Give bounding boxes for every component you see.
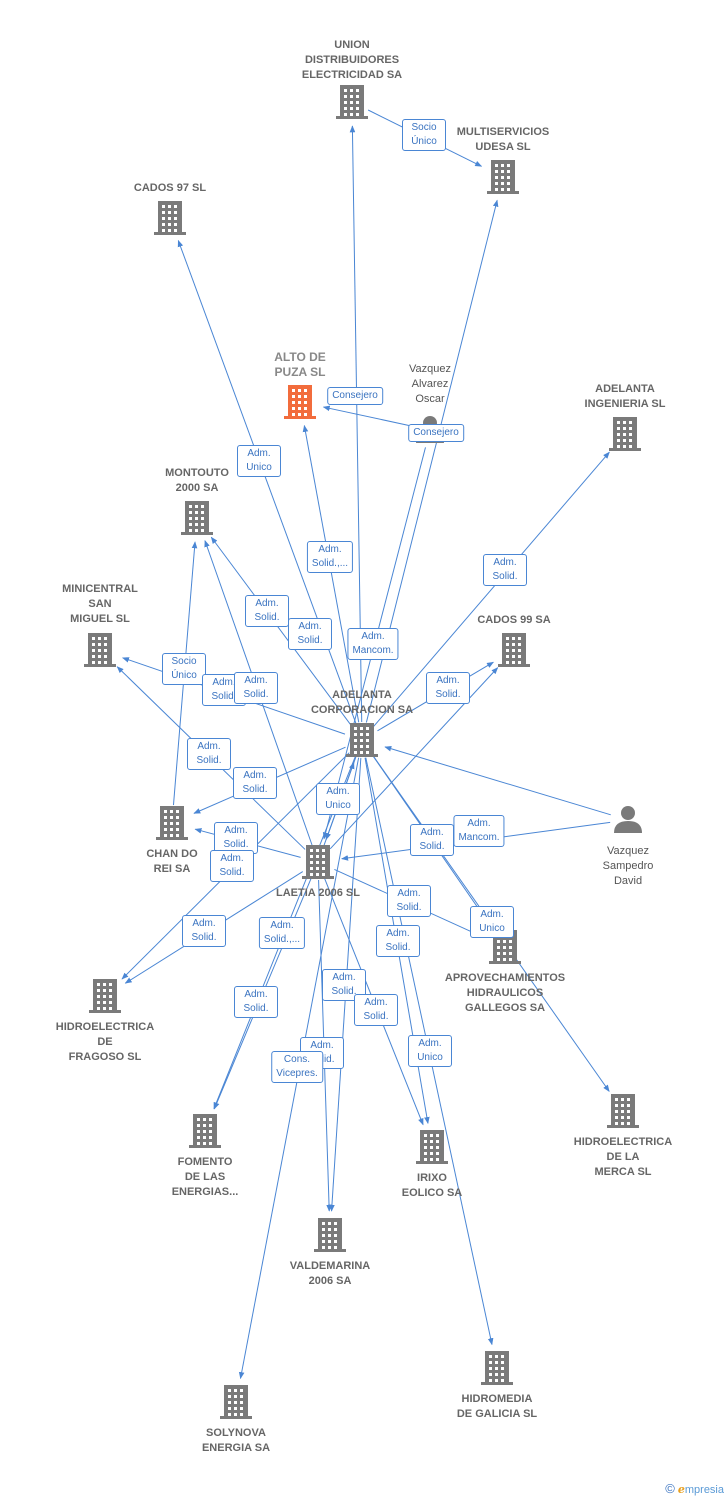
edge-label[interactable]: Consejero [327,387,383,405]
node-label-solynova[interactable]: SOLYNOVA ENERGIA SA [201,1427,271,1454]
edge-label[interactable]: Adm. Solid. [426,672,470,704]
focus-company-icon[interactable] [284,385,316,419]
edge-line [302,424,360,723]
edge-line [349,125,363,723]
node-label-union[interactable]: UNION DISTRIBUIDORES ELECTRICIDAD SA [301,39,403,81]
node-label-adelantaing[interactable]: ADELANTA INGENIERIA SL [584,383,666,410]
edge-label[interactable]: Adm. Solid. [233,767,277,799]
brand-initial: e [677,1483,685,1496]
company-icon[interactable] [481,1351,513,1385]
company-icon[interactable] [154,201,186,235]
edge-label[interactable]: Adm. Solid. [210,850,254,882]
edge-label[interactable]: Adm. Solid. [483,554,527,586]
node-label-fomento[interactable]: FOMENTO DE LAS ENERGIAS... [171,1156,239,1198]
edge-label[interactable]: Cons. Vicepres. [271,1051,323,1083]
edge-label[interactable]: Adm. Solid. [214,822,258,854]
company-icon[interactable] [487,160,519,194]
edge-line [210,536,352,726]
node-label-aprovechamientos[interactable]: APROVECHAMIENTOS HIDRAULICOS GALLEGOS SA [444,972,566,1014]
node-label-altodepuza[interactable]: ALTO DE PUZA SL [274,350,326,379]
node-label-cados97[interactable]: CADOS 97 SL [133,182,207,194]
edge-label[interactable]: Adm. Solid. [410,824,454,856]
brand-name: mpresia [684,1484,724,1496]
edge-label[interactable]: Adm. Mancom. [453,815,505,847]
node-label-vazquezoscar[interactable]: Vazquez Alvarez Oscar [409,363,451,405]
node-label-montouto[interactable]: MONTOUTO 2000 SA [165,467,229,494]
edge-label[interactable]: Adm. Unico [316,783,360,815]
node-label-cados99[interactable]: CADOS 99 SA [477,614,551,626]
edge-label[interactable]: Adm. Solid. [234,986,278,1018]
node-label-fragoso[interactable]: HIDROELECTRICA DE FRAGOSO SL [55,1021,155,1063]
edge-label[interactable]: Adm. Unico [470,906,514,938]
node-label-laetia[interactable]: LAETIA 2006 SL [276,887,360,899]
company-icon[interactable] [220,1385,252,1419]
edge-label[interactable]: Adm. Mancom. [347,628,399,660]
node-label-hidromedia[interactable]: HIDROMEDIA DE GALICIA SL [456,1393,538,1420]
edge-line [373,451,610,727]
edge-label[interactable]: Socio Único [402,119,446,151]
company-icon[interactable] [336,85,368,119]
edge-label[interactable]: Socio Único [162,653,206,685]
edge-line [322,405,413,427]
node-label-vazquezdavid[interactable]: Vazquez Sampedro David [602,845,654,887]
company-icon[interactable] [346,723,378,757]
company-icon[interactable] [84,633,116,667]
company-icon[interactable] [181,501,213,535]
person-icon[interactable] [614,806,642,833]
node-label-irixo[interactable]: IRIXO EOLICO SA [401,1172,463,1199]
node-label-adelantacorp[interactable]: ADELANTA CORPORACION SA [310,689,414,716]
node-label-merca[interactable]: HIDROELECTRICA DE LA MERCA SL [573,1136,673,1178]
company-icon[interactable] [89,979,121,1013]
node-label-multiservicios[interactable]: MULTISERVICIOS UDESA SL [456,126,550,153]
company-icon[interactable] [314,1218,346,1252]
company-icon[interactable] [416,1130,448,1164]
edge-label[interactable]: Adm. Solid.,... [306,541,354,573]
edge-label[interactable]: Adm. Unico [408,1035,452,1067]
edge-label[interactable]: Adm. Solid. [187,738,231,770]
edge-label[interactable]: Adm. Solid.,... [258,917,306,949]
node-label-minicentral[interactable]: MINICENTRAL SAN MIGUEL SL [62,583,138,625]
edge-line [384,746,611,816]
company-icon[interactable] [302,845,334,879]
edge-label[interactable]: Adm. Solid. [288,618,332,650]
company-icon[interactable] [498,633,530,667]
edge-label[interactable]: Adm. Unico [237,445,281,477]
node-label-valdemarina[interactable]: VALDEMARINA 2006 SA [289,1260,371,1287]
edge-label[interactable]: Adm. Solid. [182,915,226,947]
company-icon[interactable] [607,1094,639,1128]
company-icon[interactable] [156,806,188,840]
edge-label[interactable]: Adm. Solid. [354,994,398,1026]
node-label-chandorei[interactable]: CHAN DO REI SA [146,848,198,875]
company-icon[interactable] [609,417,641,451]
edge-label[interactable]: Adm. Solid. [234,672,278,704]
copyright-symbol: © [665,1481,675,1496]
edge-label[interactable]: Adm. Solid. [376,925,420,957]
edge-label[interactable]: Consejero [408,424,464,442]
edge-label[interactable]: Adm. Solid. [245,595,289,627]
company-icon[interactable] [189,1114,221,1148]
edge-label[interactable]: Adm. Solid. [387,885,431,917]
copyright-footer: © empresia [665,1481,724,1496]
